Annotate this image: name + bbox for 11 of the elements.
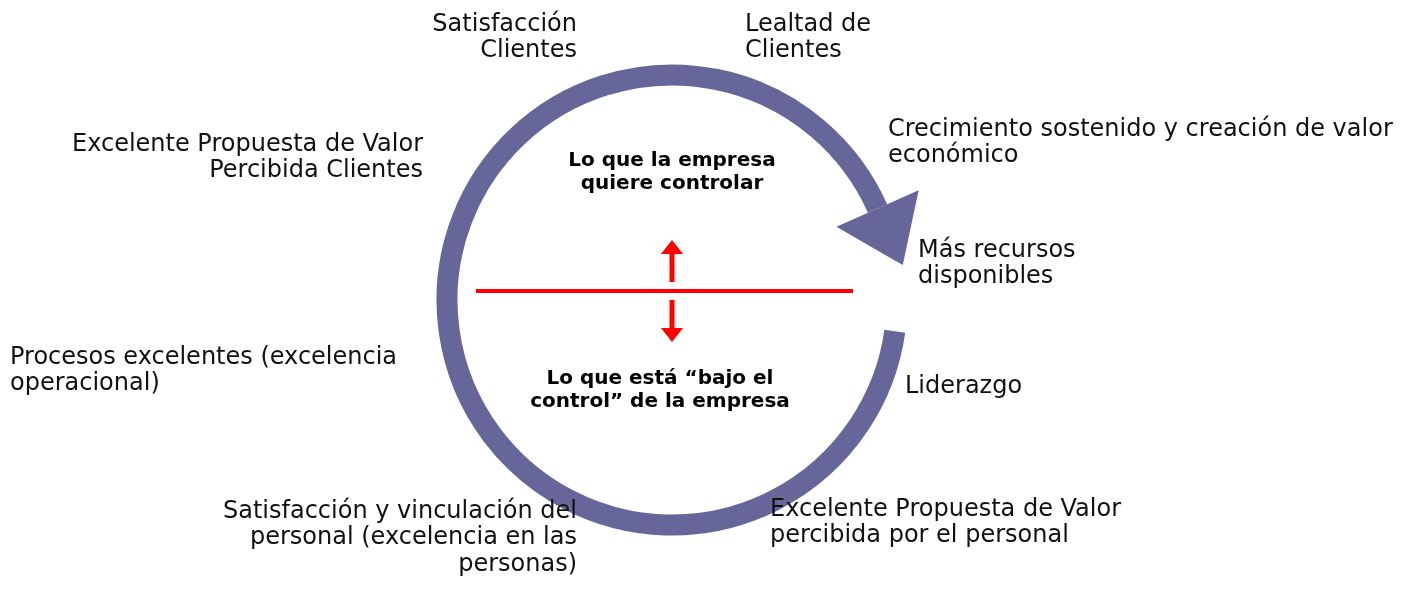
outer-label: Excelente Propuesta de Valor Percibida Clientes <box>71 130 423 183</box>
outer-label: Satisfacción Clientes <box>431 10 577 63</box>
outer-label: Crecimiento sostenido y creación de valor económico <box>888 115 1394 168</box>
outer-label: Satisfacción y vinculación del personal (excelencia en las personas) <box>222 497 577 577</box>
outer-label: Más recursos disponibles <box>918 236 1077 289</box>
outer-label: Procesos excelentes (excelencia operacional) <box>10 343 399 396</box>
outer-label: Lealtad de Clientes <box>745 10 873 63</box>
outer-label: Excelente Propuesta de Valor percibida por el personal <box>770 495 1122 548</box>
center-label: Lo que está “bajo el control” de la empresa <box>529 366 791 412</box>
outer-label: Liderazgo <box>905 372 1024 399</box>
center-label: Lo que la empresa quiere controlar <box>567 148 777 194</box>
